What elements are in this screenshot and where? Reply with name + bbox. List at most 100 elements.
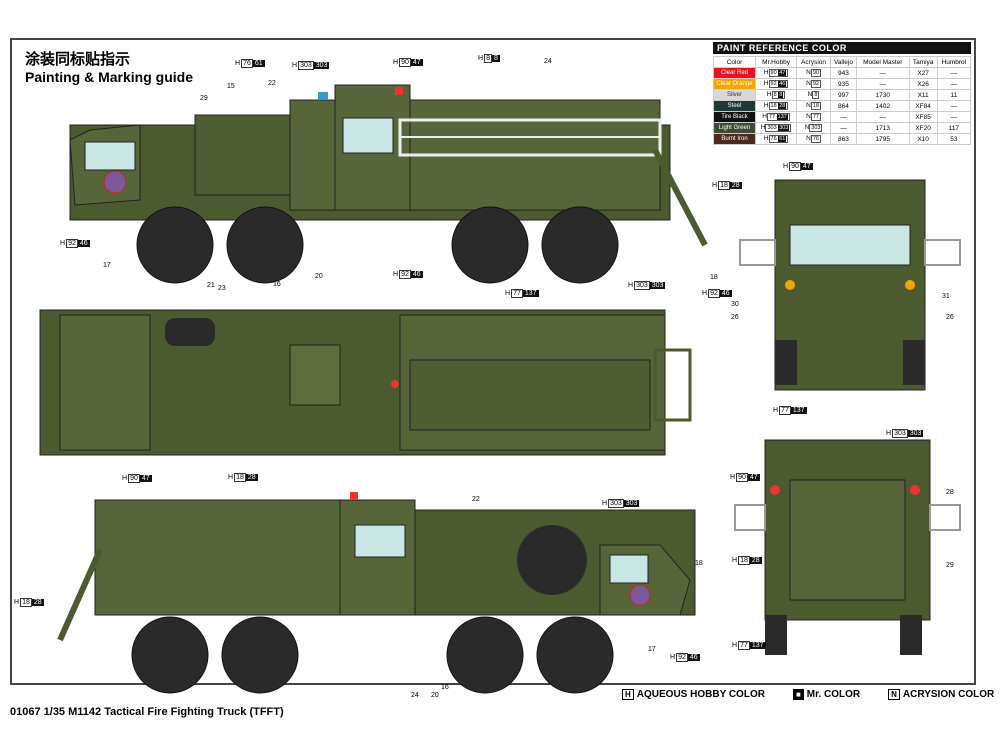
side-view-left-wheels bbox=[136, 206, 619, 284]
part-number-callout: 30 bbox=[731, 301, 739, 308]
part-number-callout: 16 bbox=[273, 281, 281, 288]
paint-table-heading: PAINT REFERENCE COLOR bbox=[713, 42, 971, 54]
humbrol: — bbox=[936, 78, 972, 90]
column-header: Mr.Hobby bbox=[754, 56, 798, 68]
part-number-callout: 24 bbox=[411, 692, 419, 699]
part-number-callout: 26 bbox=[946, 314, 954, 321]
tamiya: XF20 bbox=[908, 122, 938, 134]
title-chinese: 涂装同标贴指示 bbox=[25, 51, 131, 68]
vallejo: — bbox=[829, 111, 858, 123]
part-number-callout: 22 bbox=[472, 496, 480, 503]
tamiya: X10 bbox=[908, 133, 938, 145]
part-number-callout: 21 bbox=[207, 282, 215, 289]
model-master: — bbox=[856, 78, 910, 90]
column-header: Acrysion bbox=[796, 56, 831, 68]
color-swatch: Light Green bbox=[713, 122, 756, 134]
rear-view bbox=[734, 439, 961, 655]
column-header: Color bbox=[713, 56, 756, 68]
vallejo: — bbox=[829, 122, 858, 134]
part-number-callout: 18 bbox=[695, 560, 703, 567]
color-swatch: Steel bbox=[713, 100, 756, 112]
part-number-callout: 29 bbox=[200, 95, 208, 102]
vallejo: 943 bbox=[829, 67, 858, 79]
model-master: 1713 bbox=[856, 122, 910, 134]
legend-mr-color: ■Mr. COLOR bbox=[792, 689, 860, 700]
part-number-callout: 18 bbox=[710, 274, 718, 281]
tamiya: XF85 bbox=[908, 111, 938, 123]
top-view bbox=[39, 309, 692, 456]
model-master: 1730 bbox=[856, 89, 910, 101]
humbrol: 11 bbox=[936, 89, 972, 101]
tamiya: X26 bbox=[908, 78, 938, 90]
title-english: Painting & Marking guide bbox=[25, 69, 194, 85]
vallejo: 935 bbox=[829, 78, 858, 90]
side-view-right-wheels bbox=[131, 616, 614, 694]
model-master: — bbox=[856, 111, 910, 123]
part-number-callout: 28 bbox=[946, 489, 954, 496]
tamiya: X11 bbox=[908, 89, 938, 101]
vallejo: 864 bbox=[829, 100, 858, 112]
color-swatch: Burnt Iron bbox=[713, 133, 756, 145]
humbrol: — bbox=[936, 100, 972, 112]
humbrol: — bbox=[936, 111, 972, 123]
part-number-callout: 29 bbox=[946, 562, 954, 569]
part-number-callout: 17 bbox=[648, 646, 656, 653]
part-number-callout: 16 bbox=[441, 684, 449, 691]
part-number-callout: 31 bbox=[942, 293, 950, 300]
model-master: — bbox=[856, 67, 910, 79]
column-header: Humbrol bbox=[936, 56, 972, 68]
model-master: 1402 bbox=[856, 100, 910, 112]
color-swatch: Silver bbox=[713, 89, 756, 101]
tamiya: X27 bbox=[908, 67, 938, 79]
vallejo: 863 bbox=[829, 133, 858, 145]
column-header: Vallejo bbox=[829, 56, 858, 68]
model-master: 1795 bbox=[856, 133, 910, 145]
part-number-callout: 24 bbox=[544, 58, 552, 65]
part-number-callout: 20 bbox=[431, 692, 439, 699]
part-number-callout: 20 bbox=[315, 273, 323, 280]
part-number-callout: 23 bbox=[218, 285, 226, 292]
color-swatch: Tire Black bbox=[713, 111, 756, 123]
humbrol: — bbox=[936, 67, 972, 79]
column-header: Model Master bbox=[856, 56, 910, 68]
front-view bbox=[739, 179, 961, 391]
